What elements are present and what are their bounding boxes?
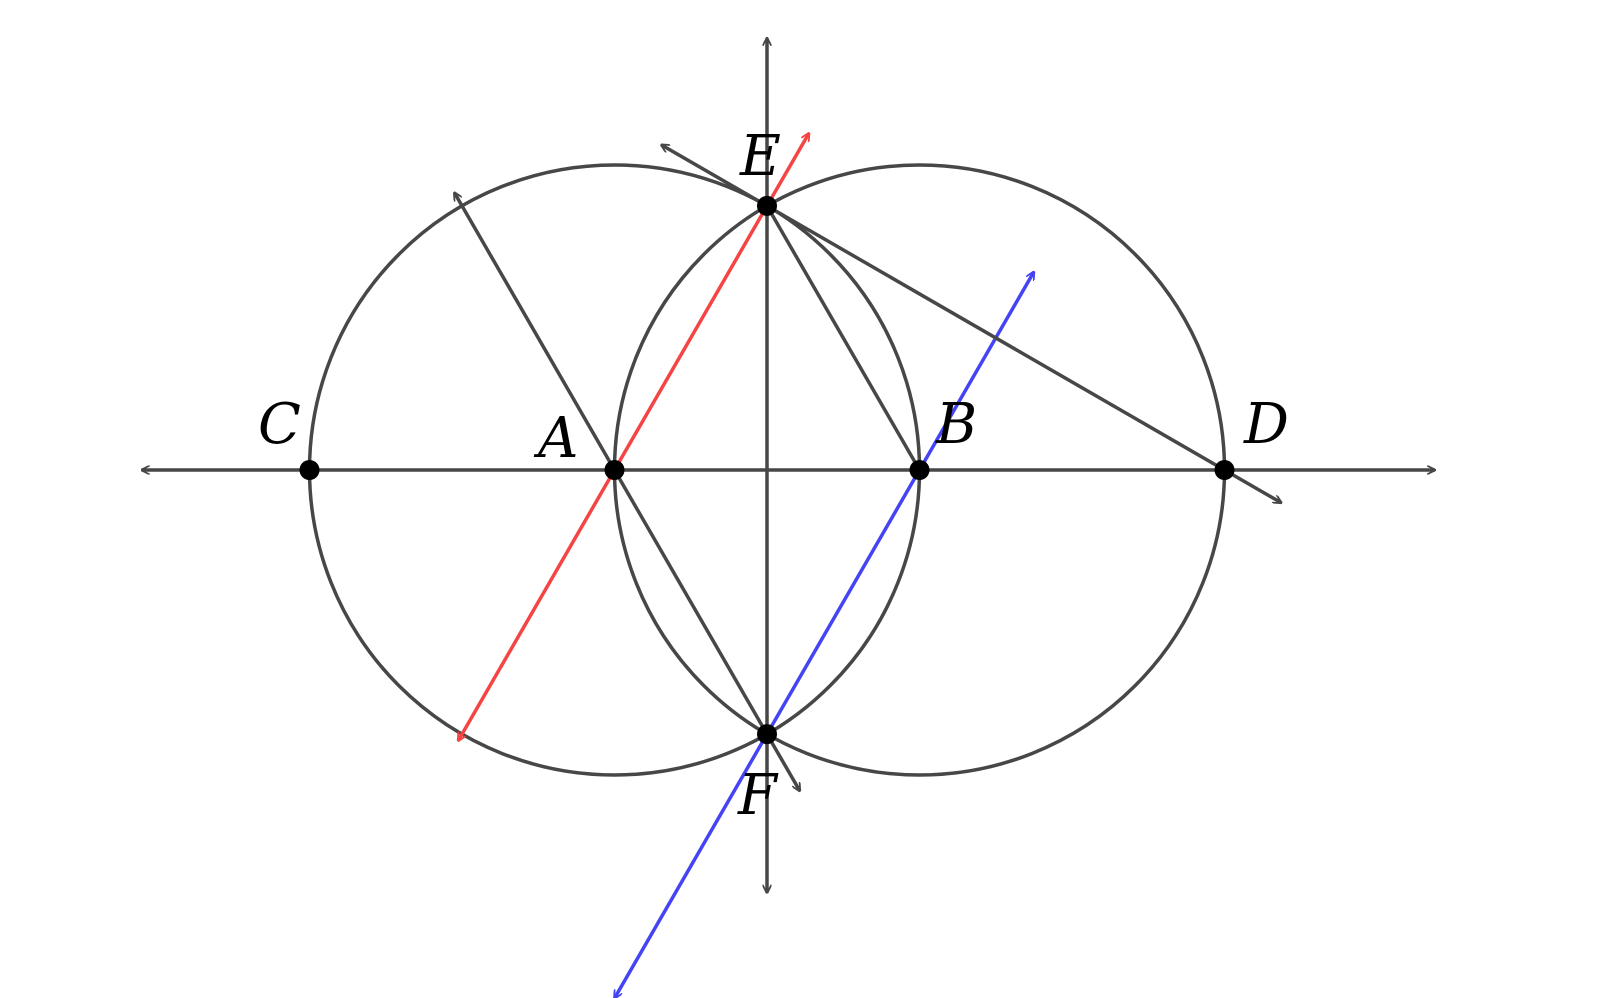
label-F: F	[737, 763, 779, 828]
segments-group	[765, 204, 922, 471]
points-group	[299, 195, 1235, 745]
label-C: C	[258, 392, 301, 457]
label-B: B	[935, 392, 977, 457]
point-f	[757, 724, 777, 745]
point-a	[604, 460, 625, 480]
point-b	[909, 460, 930, 480]
label-E: E	[739, 124, 781, 189]
point-c	[299, 460, 320, 480]
segment-EB	[765, 204, 922, 471]
point-d	[1214, 460, 1235, 480]
label-A: A	[533, 406, 578, 471]
line-AF	[452, 193, 802, 791]
labels-group: A B C D E F	[258, 124, 1289, 828]
line-AE	[456, 133, 811, 741]
point-e	[757, 195, 777, 216]
lines-group	[142, 38, 1435, 998]
label-D: D	[1243, 392, 1289, 457]
line-BF	[612, 272, 1036, 998]
